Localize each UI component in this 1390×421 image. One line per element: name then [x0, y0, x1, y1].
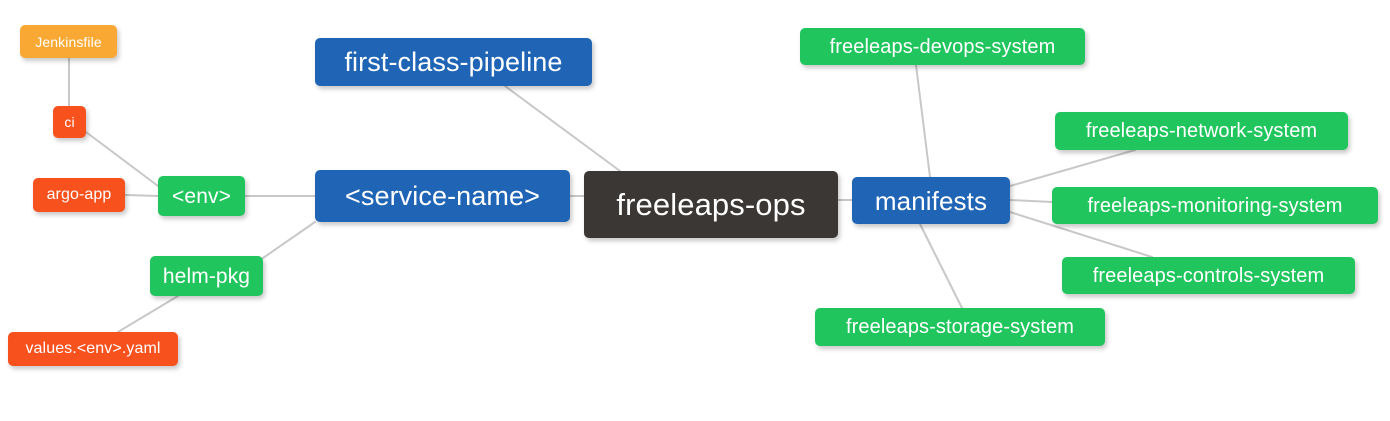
node-label-freeleaps-ops: freeleaps-ops — [616, 187, 806, 222]
node-first-class-pipeline[interactable]: first-class-pipeline — [315, 38, 592, 86]
node-manifests[interactable]: manifests — [852, 177, 1010, 224]
edge-first-class-pipeline-to-freeleaps-ops — [504, 85, 621, 172]
edge-manifests-to-freeleaps-network-system — [1009, 149, 1136, 187]
node-env[interactable]: <env> — [158, 176, 245, 216]
node-label-helm-pkg: helm-pkg — [162, 264, 251, 288]
node-freeleaps-controls-system[interactable]: freeleaps-controls-system — [1062, 257, 1355, 294]
node-label-freeleaps-network-system: freeleaps-network-system — [1085, 120, 1318, 142]
node-jenkinsfile[interactable]: Jenkinsfile — [20, 25, 117, 58]
node-label-freeleaps-devops-system: freeleaps-devops-system — [829, 35, 1056, 58]
node-freeleaps-monitoring-system[interactable]: freeleaps-monitoring-system — [1052, 187, 1378, 224]
node-label-argo-app: argo-app — [46, 186, 112, 203]
edge-helm-pkg-to-values-yaml — [117, 295, 179, 333]
edge-manifests-to-freeleaps-monitoring-system — [1009, 199, 1053, 203]
node-label-freeleaps-monitoring-system: freeleaps-monitoring-system — [1087, 194, 1343, 217]
edge-manifests-to-freeleaps-storage-system — [919, 223, 963, 309]
node-label-jenkinsfile: Jenkinsfile — [35, 33, 102, 50]
node-label-ci: ci — [64, 114, 75, 130]
node-ci[interactable]: ci — [53, 106, 86, 138]
node-freeleaps-network-system[interactable]: freeleaps-network-system — [1055, 112, 1348, 150]
node-helm-pkg[interactable]: helm-pkg — [150, 256, 263, 296]
node-label-first-class-pipeline: first-class-pipeline — [344, 46, 563, 77]
node-label-env: <env> — [172, 184, 231, 208]
node-label-manifests: manifests — [874, 185, 988, 216]
node-service-name[interactable]: <service-name> — [315, 170, 570, 222]
node-freeleaps-storage-system[interactable]: freeleaps-storage-system — [815, 308, 1105, 346]
node-label-values-yaml: values.<env>.yaml — [25, 340, 161, 357]
node-freeleaps-devops-system[interactable]: freeleaps-devops-system — [800, 28, 1085, 65]
node-argo-app[interactable]: argo-app — [33, 178, 125, 212]
node-label-service-name: <service-name> — [345, 180, 540, 211]
node-label-freeleaps-storage-system: freeleaps-storage-system — [845, 316, 1075, 338]
edge-argo-app-to-env — [124, 194, 159, 197]
node-freeleaps-ops[interactable]: freeleaps-ops — [584, 171, 838, 238]
node-label-freeleaps-controls-system: freeleaps-controls-system — [1092, 264, 1325, 287]
edge-service-name-to-helm-pkg — [262, 221, 316, 259]
edge-manifests-to-freeleaps-devops-system — [915, 64, 931, 178]
node-values-yaml[interactable]: values.<env>.yaml — [8, 332, 178, 366]
